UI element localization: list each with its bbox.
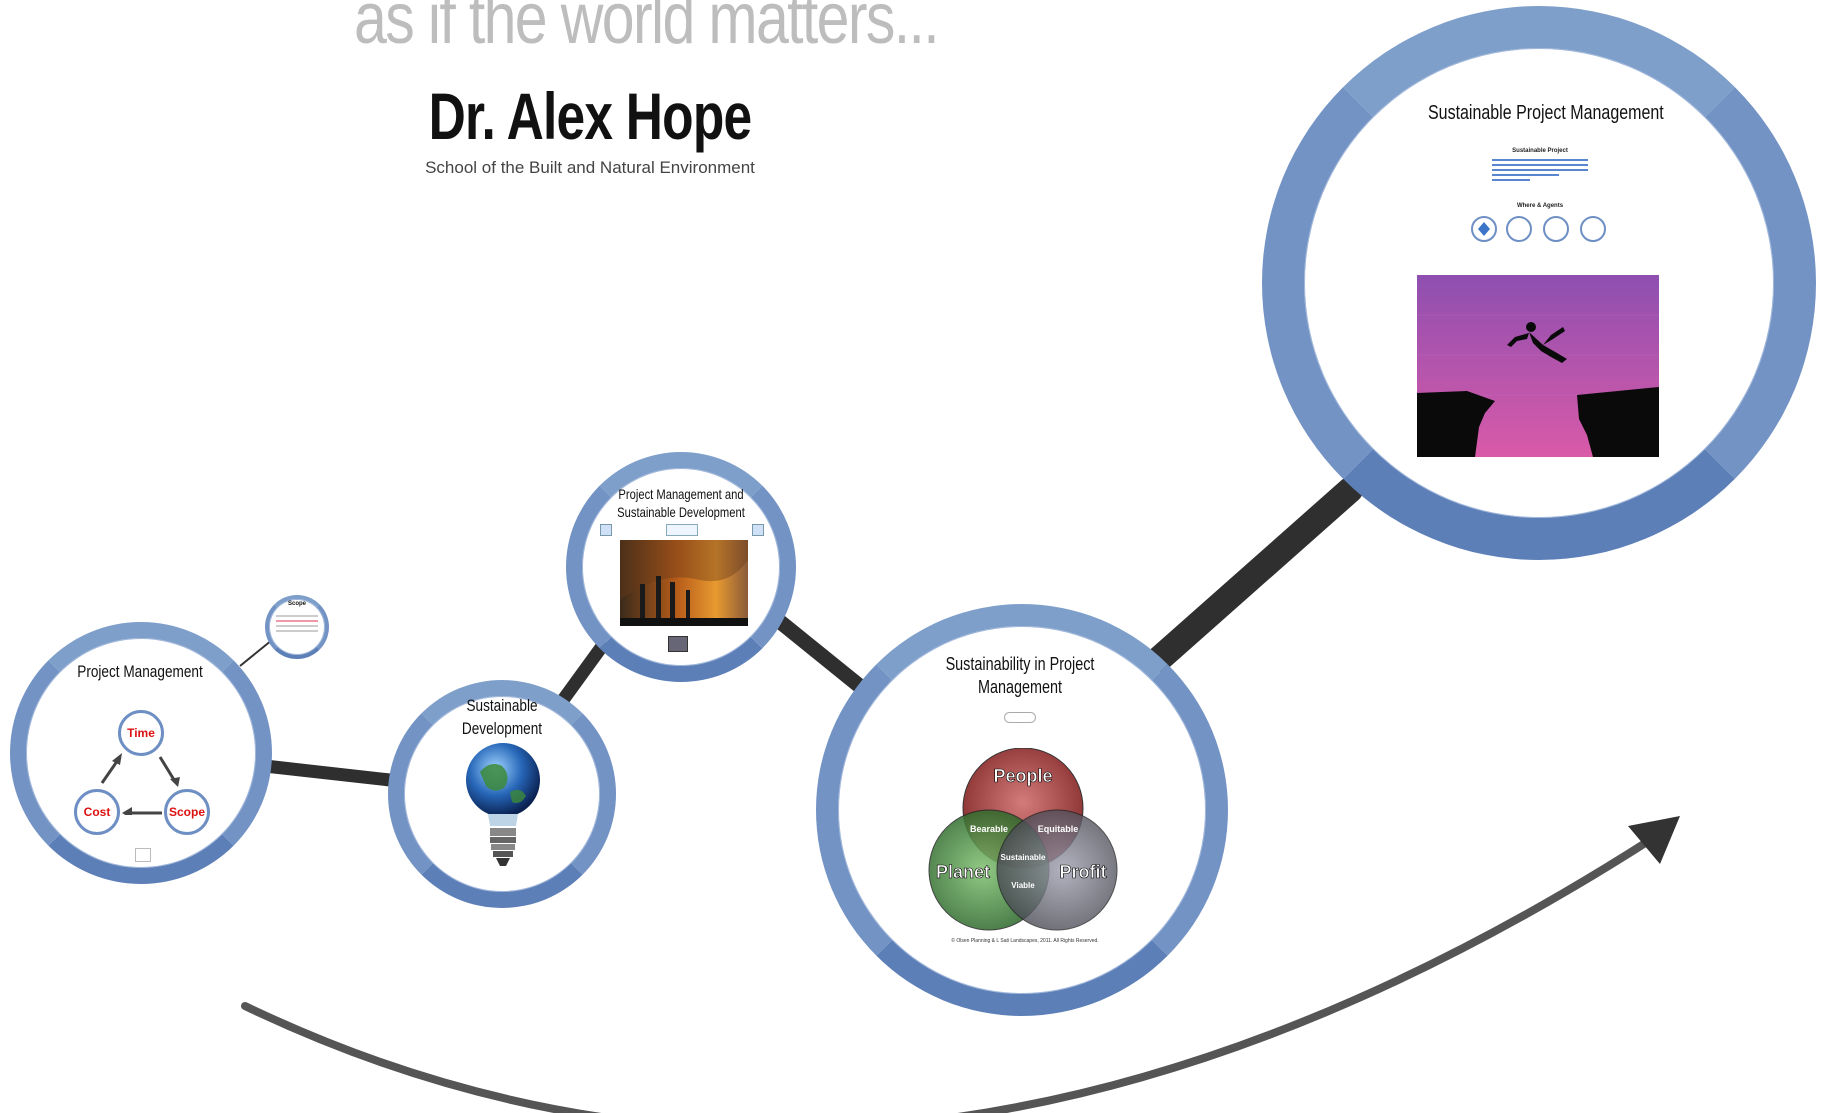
sustainable-pm-title: Sustainable Project Management — [1428, 102, 1664, 124]
pm-sd-title-line1: Project Management and — [618, 486, 744, 502]
venn-sustainable: Sustainable — [1001, 853, 1046, 862]
small-frame — [135, 848, 151, 862]
leap-gap-image — [1417, 275, 1659, 457]
scope-detail-title: Scope — [287, 601, 306, 607]
spm-circle-4[interactable] — [1580, 216, 1606, 242]
scope-detail-lines — [276, 612, 318, 635]
venn-bearable: Bearable — [970, 824, 1008, 834]
school-name: School of the Built and Natural Environm… — [425, 158, 755, 177]
spm-circle-1[interactable] — [1471, 216, 1497, 242]
small-oval-marker — [1004, 712, 1036, 723]
spm-circle-3[interactable] — [1543, 216, 1569, 242]
pm-sd-left-icon — [600, 524, 612, 536]
venn-profit: Profit — [1060, 862, 1107, 882]
sustainability-in-pm-title-line1: Sustainability in Project — [945, 654, 1095, 674]
pm-sd-title-line2: Sustainable Development — [617, 504, 745, 520]
pm-sd-thumbnail — [668, 636, 688, 652]
earth-lightbulb-image — [466, 743, 540, 866]
sustainable-pm-blue-text — [1492, 156, 1588, 184]
diamond-icon — [1478, 222, 1490, 236]
venn-credit: © Olsen Planning & L Sati Landscapes, 20… — [951, 938, 1099, 944]
sustainability-in-pm-title-line2: Management — [977, 677, 1063, 697]
node-scope-detail[interactable] — [265, 595, 329, 659]
venn-equitable: Equitable — [1038, 824, 1079, 834]
tagline: as if the world matters... — [354, 0, 940, 59]
project-management-title: Project Management — [77, 662, 203, 681]
sustainable-pm-small-heading: Where & Agents — [1516, 203, 1564, 209]
triangle-arrows — [100, 753, 180, 815]
sustainable-development-title-line2: Development — [461, 719, 543, 738]
venn-people: People — [993, 766, 1052, 786]
spm-circle-2[interactable] — [1506, 216, 1532, 242]
venn-viable: Viable — [1011, 881, 1035, 890]
smokestacks-image — [620, 540, 748, 626]
time-circle[interactable]: Time — [118, 710, 164, 756]
presenter-name: Dr. Alex Hope — [428, 79, 752, 153]
venn-planet: Planet — [936, 862, 990, 882]
cost-label: Cost — [83, 805, 111, 819]
cost-circle[interactable]: Cost — [74, 789, 120, 835]
pm-sd-small-badge — [666, 524, 698, 536]
pm-sd-right-icon — [752, 524, 764, 536]
time-label: Time — [127, 726, 155, 740]
venn-diagram: People Planet Profit Bearable Equitable … — [928, 748, 1118, 931]
sustainable-development-title-line1: Sustainable — [466, 696, 538, 715]
sustainable-pm-subtitle: Sustainable Project — [1512, 148, 1568, 154]
scope-circle[interactable]: Scope — [164, 789, 210, 835]
scope-label: Scope — [168, 805, 205, 819]
